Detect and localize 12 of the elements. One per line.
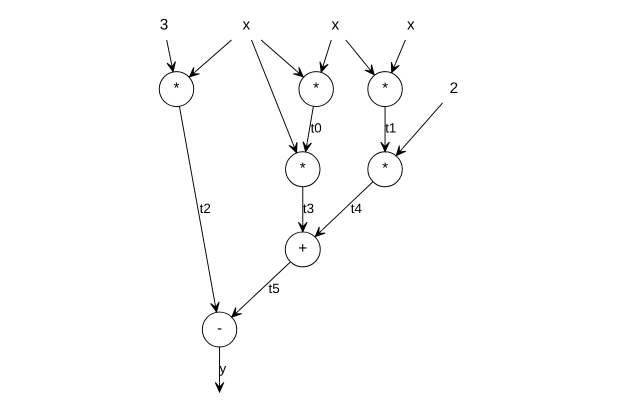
edge-label: t4	[350, 200, 362, 216]
node-text: x	[331, 16, 340, 34]
node-text: x	[242, 16, 250, 34]
edge-label: t2	[200, 200, 211, 216]
edge-label: t0	[310, 120, 322, 136]
edge-label: y	[220, 361, 226, 376]
edge-label: t3	[302, 200, 314, 216]
node-text: 2	[450, 80, 458, 97]
node-text: 3	[160, 16, 168, 34]
node-text: x	[407, 16, 415, 34]
edge-label: t1	[385, 120, 396, 136]
edge-label: t5	[268, 281, 280, 296]
